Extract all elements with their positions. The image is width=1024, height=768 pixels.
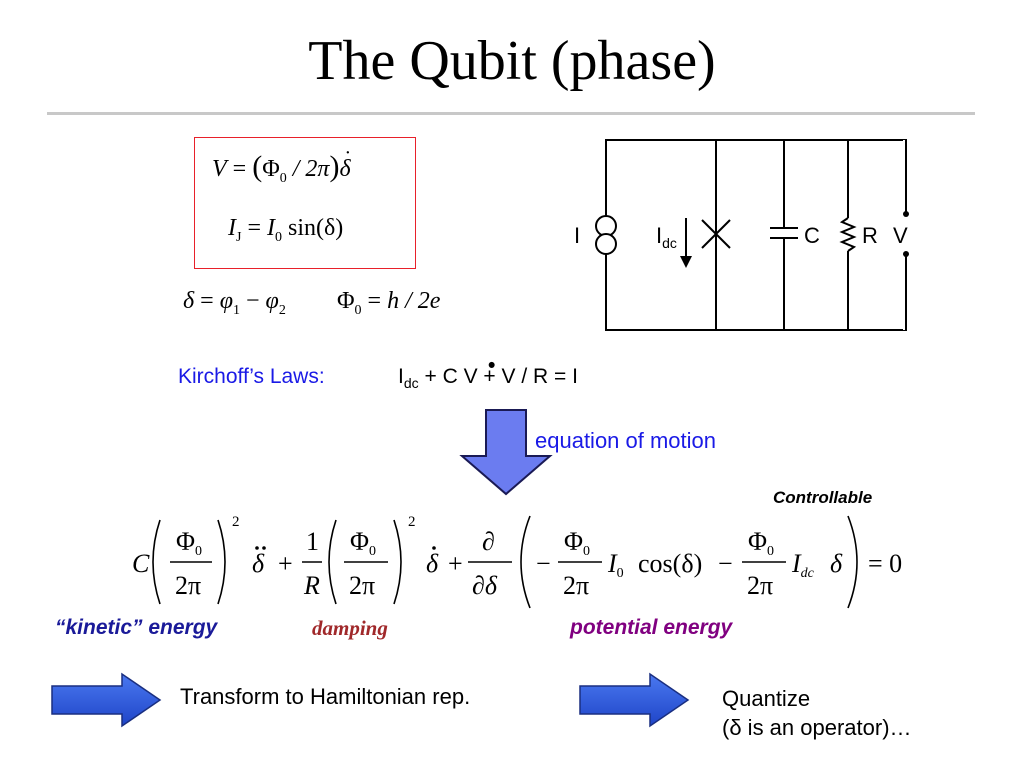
josephson-equation: IJ = I0 sin(δ) [228, 215, 344, 245]
eq-minus-2: − [718, 549, 733, 578]
paren-2-right [393, 519, 402, 605]
eq-one: 1 [306, 527, 319, 556]
label-idc: Idc [656, 223, 677, 251]
idc-arrow-head [680, 256, 692, 268]
paren-1-right [217, 519, 226, 605]
eq-cos: cos(δ) [638, 549, 702, 578]
label-voltage: V [893, 223, 908, 248]
eq-phi-1: Φ0 [176, 527, 202, 559]
eq-R: R [303, 571, 320, 600]
eq-square-2: 2 [408, 514, 416, 530]
eq-phi-4: Φ0 [748, 527, 774, 559]
eq-2pi-3: 2π [563, 571, 589, 600]
damping-label: damping [312, 616, 388, 640]
eq-2pi-1: 2π [175, 571, 201, 600]
equation-of-motion: C Φ0 2π 2 δ + 1 R Φ0 2π 2 δ + ∂ ∂δ − Φ0 … [132, 514, 902, 609]
kirchoff-equation: Idc + C V + V / R = I [398, 365, 578, 392]
eq-C: C [132, 549, 150, 578]
eq-plus-2: + [448, 549, 463, 578]
eq-partial-delta: ∂δ [472, 571, 498, 600]
paren-3-right [847, 515, 858, 609]
eq-square-1: 2 [232, 514, 240, 530]
down-arrow-icon [459, 409, 553, 496]
eq-phi-2: Φ0 [350, 527, 376, 559]
eq-plus-1: + [278, 549, 293, 578]
eq-equals-zero: = 0 [868, 549, 902, 578]
right-arrow-icon [51, 672, 162, 728]
eq-delta-ddot: δ [252, 549, 265, 578]
potential-energy-label: potential energy [570, 616, 733, 639]
right-arrow-icon [579, 672, 690, 728]
kinetic-energy-label: “kinetic” energy [55, 616, 218, 639]
slide-title: The Qubit (phase) [308, 30, 716, 92]
equation-box [194, 137, 416, 269]
controllable-label: Controllable [773, 488, 873, 507]
voltage-gap [903, 140, 909, 330]
eq-phi-3: Φ0 [564, 527, 590, 559]
eq-Idc: Idc [791, 549, 815, 581]
eq-minus-1: − [536, 549, 551, 578]
current-source-circle-bottom [595, 233, 617, 255]
rcsj-circuit: I Idc C R V [574, 139, 909, 331]
resistor-zigzag [839, 217, 857, 252]
circuit-frame [605, 139, 907, 331]
transform-hamiltonian-label: Transform to Hamiltonian rep. [180, 684, 471, 709]
phase-definition: δ = φ1 − φ2 [183, 288, 286, 318]
kirchoff-label: Kirchoff’s Laws: [178, 365, 325, 388]
eq-I0: I0 [607, 549, 624, 581]
label-current: I [574, 223, 580, 248]
equation-of-motion-label: equation of motion [535, 428, 717, 453]
voltage-equation: V = (Φ0 / 2π)δ· [212, 142, 352, 186]
paren-2-left [328, 519, 337, 605]
eq-delta-dot: δ [426, 549, 439, 578]
label-resistor: R [862, 223, 878, 248]
junction-cross-b [701, 219, 731, 249]
label-capacitor: C [804, 223, 820, 248]
paren-3-left [520, 515, 531, 609]
quantize-label: Quantize (δ is an operator)… [722, 686, 912, 740]
flux-quantum: Φ0 = h / 2e [337, 288, 441, 318]
vdot-mark: • [488, 354, 496, 377]
title-divider [47, 112, 975, 115]
eq-partial: ∂ [482, 527, 495, 556]
eq-2pi-4: 2π [747, 571, 773, 600]
eq-delta-final: δ [830, 549, 843, 578]
eq-2pi-2: 2π [349, 571, 375, 600]
paren-1-left [152, 519, 161, 605]
